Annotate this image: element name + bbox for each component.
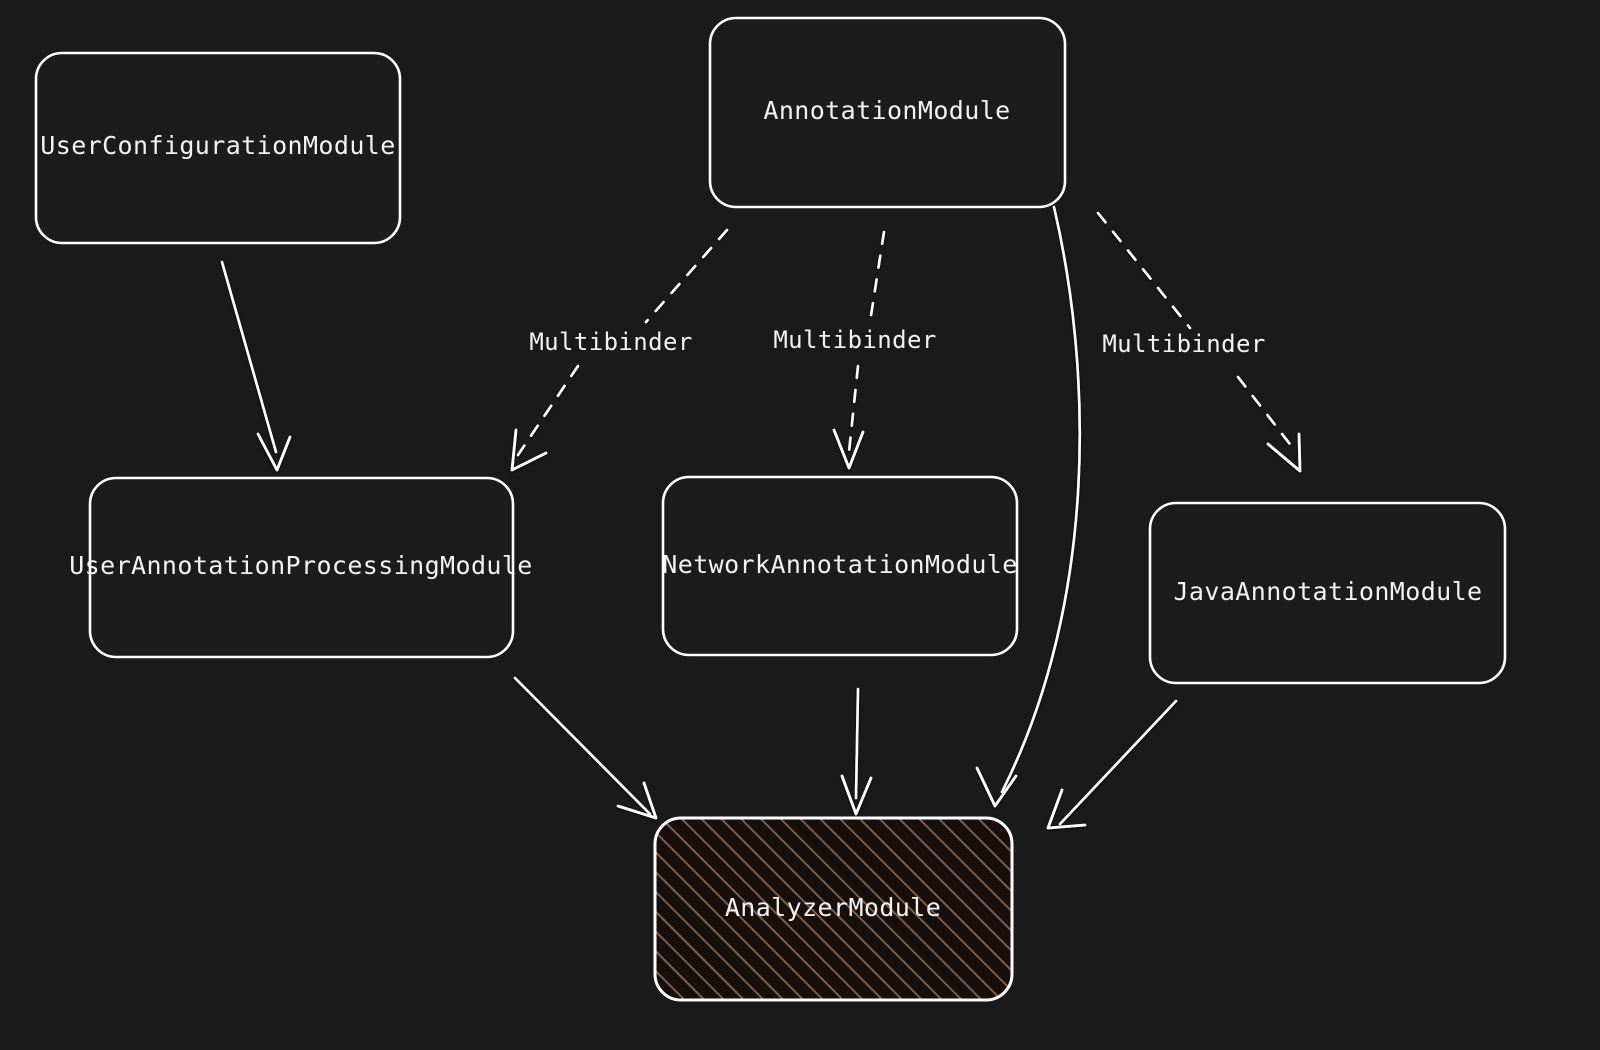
node-box-analyzermodule[interactable]: [653, 816, 1014, 1002]
edges-layer: [220, 205, 1302, 830]
node-box-userannotationprocessingmodule[interactable]: [88, 476, 515, 659]
edge-javaannotation-to-analyzer: [1046, 699, 1178, 830]
node-networkannotationmodule[interactable]: NetworkAnnotationModule: [661, 475, 1019, 657]
edge-userconfiguration-to-userannotationprocessing: [220, 260, 292, 472]
edge-annotation-to-analyzer: [975, 205, 1082, 808]
node-label-javaannotationmodule: JavaAnnotationModule: [1173, 577, 1482, 606]
edge-labels-layer: Multibinder Multibinder Multibinder: [529, 326, 1265, 358]
edge-annotation-to-userannotationprocessing: [510, 228, 729, 472]
node-annotationmodule[interactable]: AnnotationModule: [708, 16, 1067, 209]
edge-label-multibinder-center: Multibinder: [773, 326, 936, 354]
node-label-userannotationprocessingmodule: UserAnnotationProcessingModule: [69, 551, 533, 580]
node-label-userconfigurationmodule: UserConfigurationModule: [40, 131, 395, 160]
node-analyzermodule[interactable]: AnalyzerModule: [653, 816, 1014, 1002]
edge-userannotationprocessing-to-analyzer: [513, 676, 658, 820]
node-userconfigurationmodule[interactable]: UserConfigurationModule: [34, 51, 402, 245]
node-userannotationprocessingmodule[interactable]: UserAnnotationProcessingModule: [69, 476, 533, 659]
node-javaannotationmodule[interactable]: JavaAnnotationModule: [1148, 501, 1507, 685]
node-box-javaannotationmodule[interactable]: [1148, 501, 1507, 685]
edge-networkannotation-to-analyzer: [840, 687, 873, 816]
node-label-analyzermodule: AnalyzerModule: [725, 893, 941, 922]
node-box-annotationmodule[interactable]: [708, 16, 1067, 209]
node-label-annotationmodule: AnnotationModule: [763, 96, 1010, 125]
edge-label-multibinder-left: Multibinder: [529, 328, 692, 356]
node-label-networkannotationmodule: NetworkAnnotationModule: [662, 550, 1017, 579]
edge-label-multibinder-right: Multibinder: [1102, 330, 1265, 358]
node-box-userconfigurationmodule[interactable]: [34, 51, 402, 245]
nodes-layer: UserConfigurationModule AnnotationModule…: [34, 16, 1507, 1002]
node-box-networkannotationmodule[interactable]: [661, 475, 1019, 657]
edge-annotation-to-networkannotation: [832, 230, 886, 470]
edge-annotation-to-javaannotation: [1096, 211, 1302, 473]
